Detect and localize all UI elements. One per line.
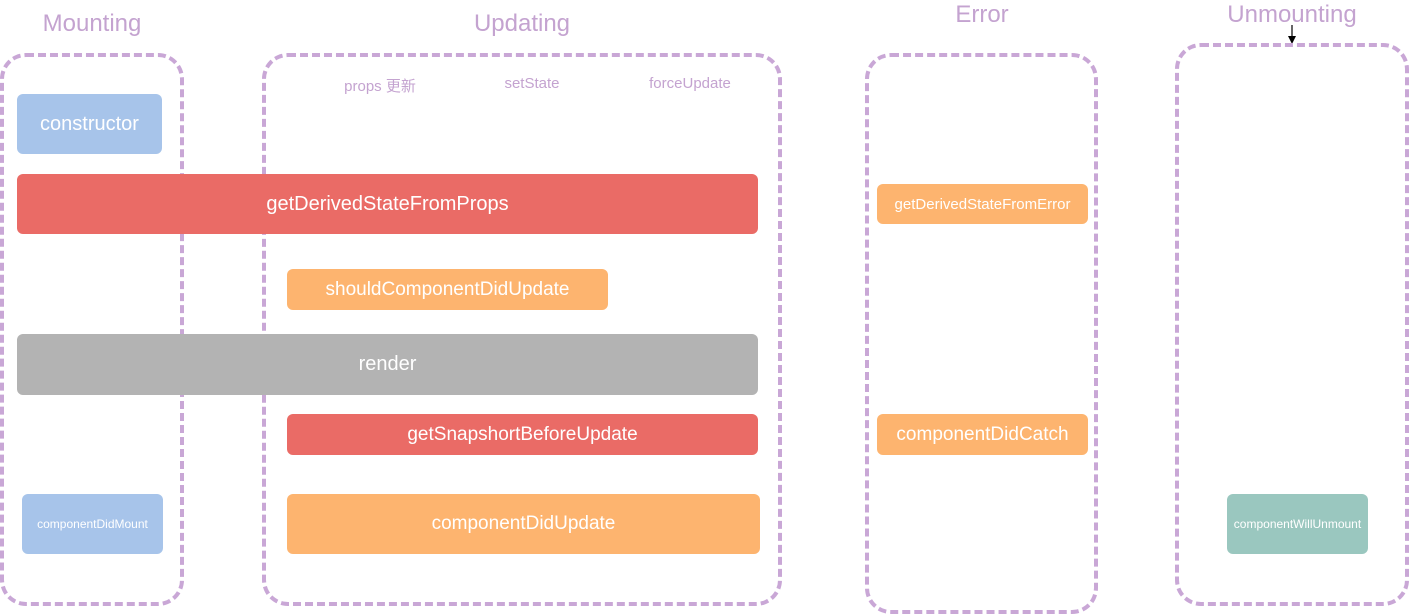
get-derived-state-from-error-box: getDerivedStateFromError <box>877 184 1088 224</box>
unmounting-frame <box>1175 43 1409 606</box>
component-did-catch-box: componentDidCatch <box>877 414 1088 455</box>
trigger-force-update: forceUpdate <box>649 75 731 92</box>
component-did-mount-box: componentDidMount <box>22 494 163 554</box>
updating-frame <box>262 53 782 606</box>
mounting-frame <box>0 53 184 606</box>
component-did-update-box: componentDidUpdate <box>287 494 760 554</box>
trigger-set-state: setState <box>504 75 560 92</box>
should-component-update-box: shouldComponentDidUpdate <box>287 269 608 310</box>
constructor-box: constructor <box>17 94 162 154</box>
get-derived-state-from-props-box: getDerivedStateFromProps <box>17 174 758 234</box>
component-will-unmount-box: componentWillUnmount <box>1227 494 1368 554</box>
unmounting-title: Unmounting <box>1227 1 1357 28</box>
down-arrow-icon <box>1288 25 1296 44</box>
error-frame <box>865 53 1098 614</box>
get-snapshot-before-update-box: getSnapshortBeforeUpdate <box>287 414 758 455</box>
trigger-props-update: props 更新 <box>344 78 416 95</box>
error-title: Error <box>955 1 1009 28</box>
mounting-title: Mounting <box>42 10 142 37</box>
updating-title: Updating <box>473 10 571 37</box>
render-box: render <box>17 334 758 395</box>
